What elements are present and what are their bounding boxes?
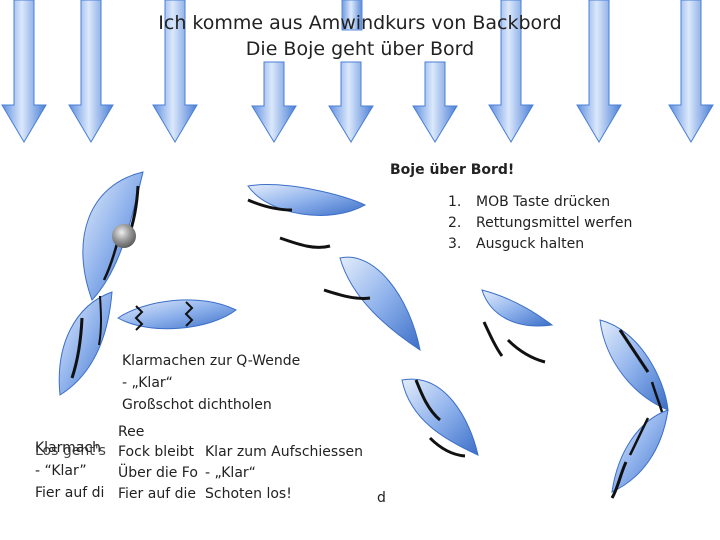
- col-c-line-3: Schoten los!: [205, 486, 292, 502]
- boat-1: [82, 171, 144, 301]
- col-a-overlap-bottom: Los geht's: [35, 443, 106, 459]
- wind-arrow: [68, 0, 114, 143]
- title-line-2: Die Boje geht über Bord: [245, 38, 475, 60]
- col-c-line-2: - „Klar“: [205, 465, 256, 481]
- boat-6: [401, 378, 479, 458]
- wind-arrow: [152, 0, 198, 143]
- callout-step-number: 2.: [448, 215, 462, 231]
- wind-arrow: [576, 0, 622, 143]
- callout-step-number: 1.: [448, 194, 462, 210]
- boat-5: [323, 256, 421, 352]
- wind-arrow: [251, 61, 297, 143]
- title-line-1: Ich komme aus Amwindkurs von Backbord: [158, 12, 562, 34]
- col-a-line-2: - “Klar”: [35, 463, 87, 479]
- col-b-line-0: Ree: [118, 424, 145, 440]
- wind-arrows: [1, 0, 714, 143]
- col-c-line-1: Klar zum Aufschiessen: [205, 444, 363, 460]
- col-b-line-3: Fier auf die: [118, 486, 196, 502]
- qwende-line-1: Klarmachen zur Q-Wende: [122, 353, 301, 369]
- callout-step-1: MOB Taste drücken: [476, 194, 611, 210]
- boat-3: [117, 299, 237, 331]
- boat-8: [599, 319, 669, 413]
- qwende-line-3: Großschot dichtholen: [122, 397, 272, 413]
- wind-arrow: [1, 0, 47, 143]
- qwende-line-2: - „Klar“: [122, 375, 173, 391]
- wind-arrow: [328, 61, 374, 143]
- buoy: [112, 224, 136, 248]
- boat-4: [247, 184, 367, 249]
- wind-arrow: [412, 61, 458, 143]
- callout-step-2: Rettungsmittel werfen: [476, 215, 633, 231]
- callout-step-number: 3.: [448, 236, 462, 252]
- col-b-line-1: Fock bleibt: [118, 444, 195, 460]
- stray-letter: d: [377, 490, 386, 506]
- col-a-overlap-top: Klarmach: [35, 440, 101, 456]
- callout-heading: Boje über Bord!: [390, 162, 515, 178]
- boat-2: [58, 291, 113, 396]
- wind-arrow: [488, 0, 534, 143]
- col-b-line-2: Über die Fo: [118, 465, 198, 481]
- boat-7: [481, 289, 554, 364]
- callout-step-3: Ausguck halten: [476, 236, 585, 252]
- col-a-line-3: Fier auf di: [35, 485, 105, 501]
- wind-arrow: [668, 0, 714, 143]
- boat-9: [610, 409, 669, 499]
- wind-arrow: [341, 0, 363, 31]
